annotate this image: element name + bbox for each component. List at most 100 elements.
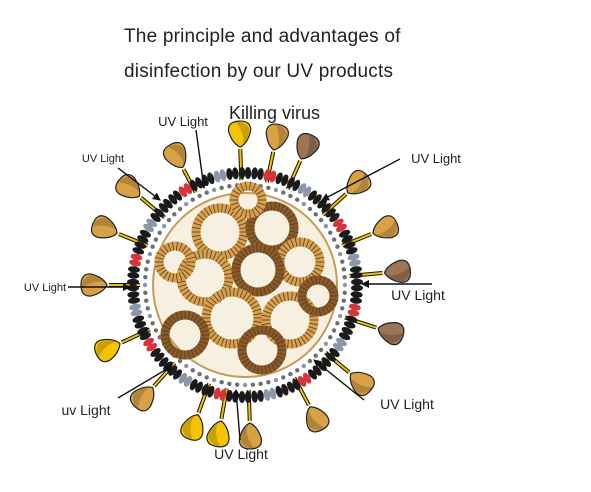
membrane-bead xyxy=(150,244,155,249)
rna-coil-segment xyxy=(237,344,247,348)
rna-coil-segment xyxy=(272,256,281,262)
rna-coil-segment xyxy=(264,365,268,375)
membrane-protein-lobe xyxy=(132,315,145,323)
rna-coil-segment xyxy=(306,305,312,314)
membrane-protein xyxy=(332,337,347,352)
rna-coil-segment xyxy=(206,300,215,307)
rna-coil-segment xyxy=(181,244,187,253)
rna-coils xyxy=(154,181,339,375)
membrane-protein-lobe xyxy=(325,352,336,362)
rna-coil-segment xyxy=(224,288,228,298)
membrane-protein-lobe xyxy=(257,168,264,181)
rna-coil-segment xyxy=(167,345,175,353)
rna-coil-segment xyxy=(238,237,248,242)
title-line-1: The principle and advantages of xyxy=(124,26,401,47)
rna-coil-segment xyxy=(279,204,285,213)
rna-coil-segment xyxy=(270,281,279,288)
membrane-bead xyxy=(331,328,337,333)
membrane-protein xyxy=(150,208,165,223)
membrane-protein xyxy=(226,167,239,181)
rna-coil-segment xyxy=(197,321,206,327)
rna-coil-segment xyxy=(171,314,177,323)
spike-head-shape xyxy=(90,215,118,239)
rna-coil-segment xyxy=(172,241,175,251)
membrane-bead xyxy=(301,363,306,369)
membrane-bead xyxy=(157,230,162,235)
membrane-protein xyxy=(143,218,158,233)
membrane-protein xyxy=(168,190,183,205)
rna-coil-segment xyxy=(300,336,306,345)
spike-head-shade xyxy=(182,416,194,440)
spike-head xyxy=(372,215,400,239)
rna-coil-segment xyxy=(193,251,198,261)
membrane-bead xyxy=(307,206,313,212)
spike-head-shade xyxy=(236,122,250,144)
rna-coil-segment xyxy=(224,204,228,214)
spike-head-shade xyxy=(168,144,185,164)
rna-coil-segment xyxy=(267,302,275,309)
rna-coil-segment xyxy=(252,308,262,313)
rna-coil-segment xyxy=(291,291,293,301)
membrane-protein-lobe xyxy=(351,284,363,292)
rna-coil-segment xyxy=(212,293,219,302)
rna-coil-segment xyxy=(239,289,244,299)
rna-coil-segment xyxy=(246,220,256,224)
rna-coil-segment xyxy=(315,307,318,317)
membrane-protein-lobe xyxy=(281,383,289,396)
spike xyxy=(90,215,149,248)
rna-coil-segment xyxy=(305,331,313,338)
rna-coil-segment xyxy=(194,218,204,224)
rna-coil-segment xyxy=(160,329,170,333)
membrane-bead xyxy=(219,380,224,385)
rna-coil-segment xyxy=(290,276,295,285)
membrane-protein-lobe xyxy=(292,179,301,191)
membrane-protein xyxy=(132,315,147,329)
rna-coil-segment xyxy=(237,352,247,356)
membrane-protein-lobe xyxy=(168,194,178,205)
rna-coil-segment xyxy=(187,310,191,320)
rna-coil-segment xyxy=(251,304,260,310)
rna-coil xyxy=(231,243,285,297)
rna-coil-segment xyxy=(294,338,298,348)
membrane-bead xyxy=(281,375,286,380)
rna-coil-segment xyxy=(268,283,275,291)
rna-coil-segment xyxy=(244,332,252,340)
rna-coil-segment xyxy=(315,264,325,268)
rna-coil-segment xyxy=(251,208,257,217)
rna-coil-segment xyxy=(253,185,261,194)
rna-coil-segment xyxy=(162,340,171,345)
rna-coil-segment xyxy=(308,325,318,330)
rna-coil-segment xyxy=(200,337,210,341)
rna-coil-segment xyxy=(232,262,242,266)
membrane-protein xyxy=(238,167,252,179)
membrane-protein xyxy=(127,266,141,279)
membrane-protein-lobe xyxy=(127,291,140,298)
membrane-protein xyxy=(297,183,312,198)
spike-head-shade xyxy=(307,410,325,430)
spike-head-shape xyxy=(296,132,320,160)
membrane-protein-lobe xyxy=(143,223,154,233)
rna-coil-segment xyxy=(259,243,262,253)
membrane-protein-lobe xyxy=(137,327,149,335)
membrane-protein-lobe xyxy=(226,389,233,402)
rna-coil-segment xyxy=(181,271,187,280)
membrane-bead xyxy=(340,259,345,264)
membrane-protein-lobe xyxy=(154,352,165,362)
spike-head-shade xyxy=(81,275,104,288)
rna-coil-segment xyxy=(278,293,283,303)
rna-coil-segment xyxy=(189,294,195,303)
rna-coil-segment xyxy=(294,277,298,287)
membrane-protein-lobe xyxy=(302,186,312,198)
rna-coil-segment xyxy=(224,250,228,260)
rna-coil-segment xyxy=(329,290,339,294)
rna-coil-segment xyxy=(175,273,178,283)
membrane-protein xyxy=(263,387,277,401)
membrane-protein-lobe xyxy=(263,169,271,182)
membrane-protein-lobe xyxy=(349,266,362,273)
rna-coil-segment xyxy=(274,275,283,280)
rna-coil-segment xyxy=(297,337,302,347)
rna-coil-segment xyxy=(163,244,169,253)
membrane-protein-lobe xyxy=(143,337,154,347)
rna-coil-segment xyxy=(276,340,285,345)
